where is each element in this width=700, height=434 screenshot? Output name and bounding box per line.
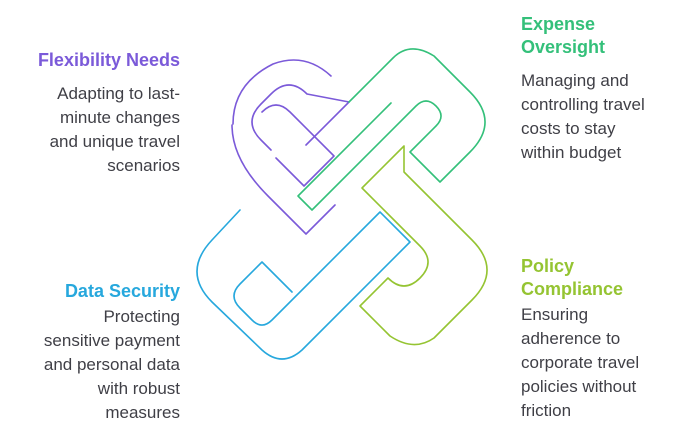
link-expense [297,48,486,211]
quadrant-flexibility: Flexibility Needs Adapting to last- minu… [20,49,180,178]
expense-description: Managing and controlling travel costs to… [521,71,645,162]
quadrant-security: Data Security Protecting sensitive payme… [10,280,180,425]
link-flexibility-outline [231,59,350,235]
security-description: Protecting sensitive payment and persona… [43,307,180,422]
link-policy [359,145,488,346]
policy-title: Policy Compliance [521,256,624,299]
quadrant-expense: Expense Oversight Managing and controlli… [521,13,691,165]
security-title: Data Security [64,281,180,301]
flexibility-description: Adapting to last- minute changes and uni… [49,84,180,175]
link-security [196,209,411,360]
quadrant-policy: Policy Compliance Ensuring adherence to … [521,255,691,423]
policy-description: Ensuring adherence to corporate travel p… [521,305,640,420]
expense-title: Expense Oversight [521,14,606,57]
flexibility-title: Flexibility Needs [37,50,180,70]
